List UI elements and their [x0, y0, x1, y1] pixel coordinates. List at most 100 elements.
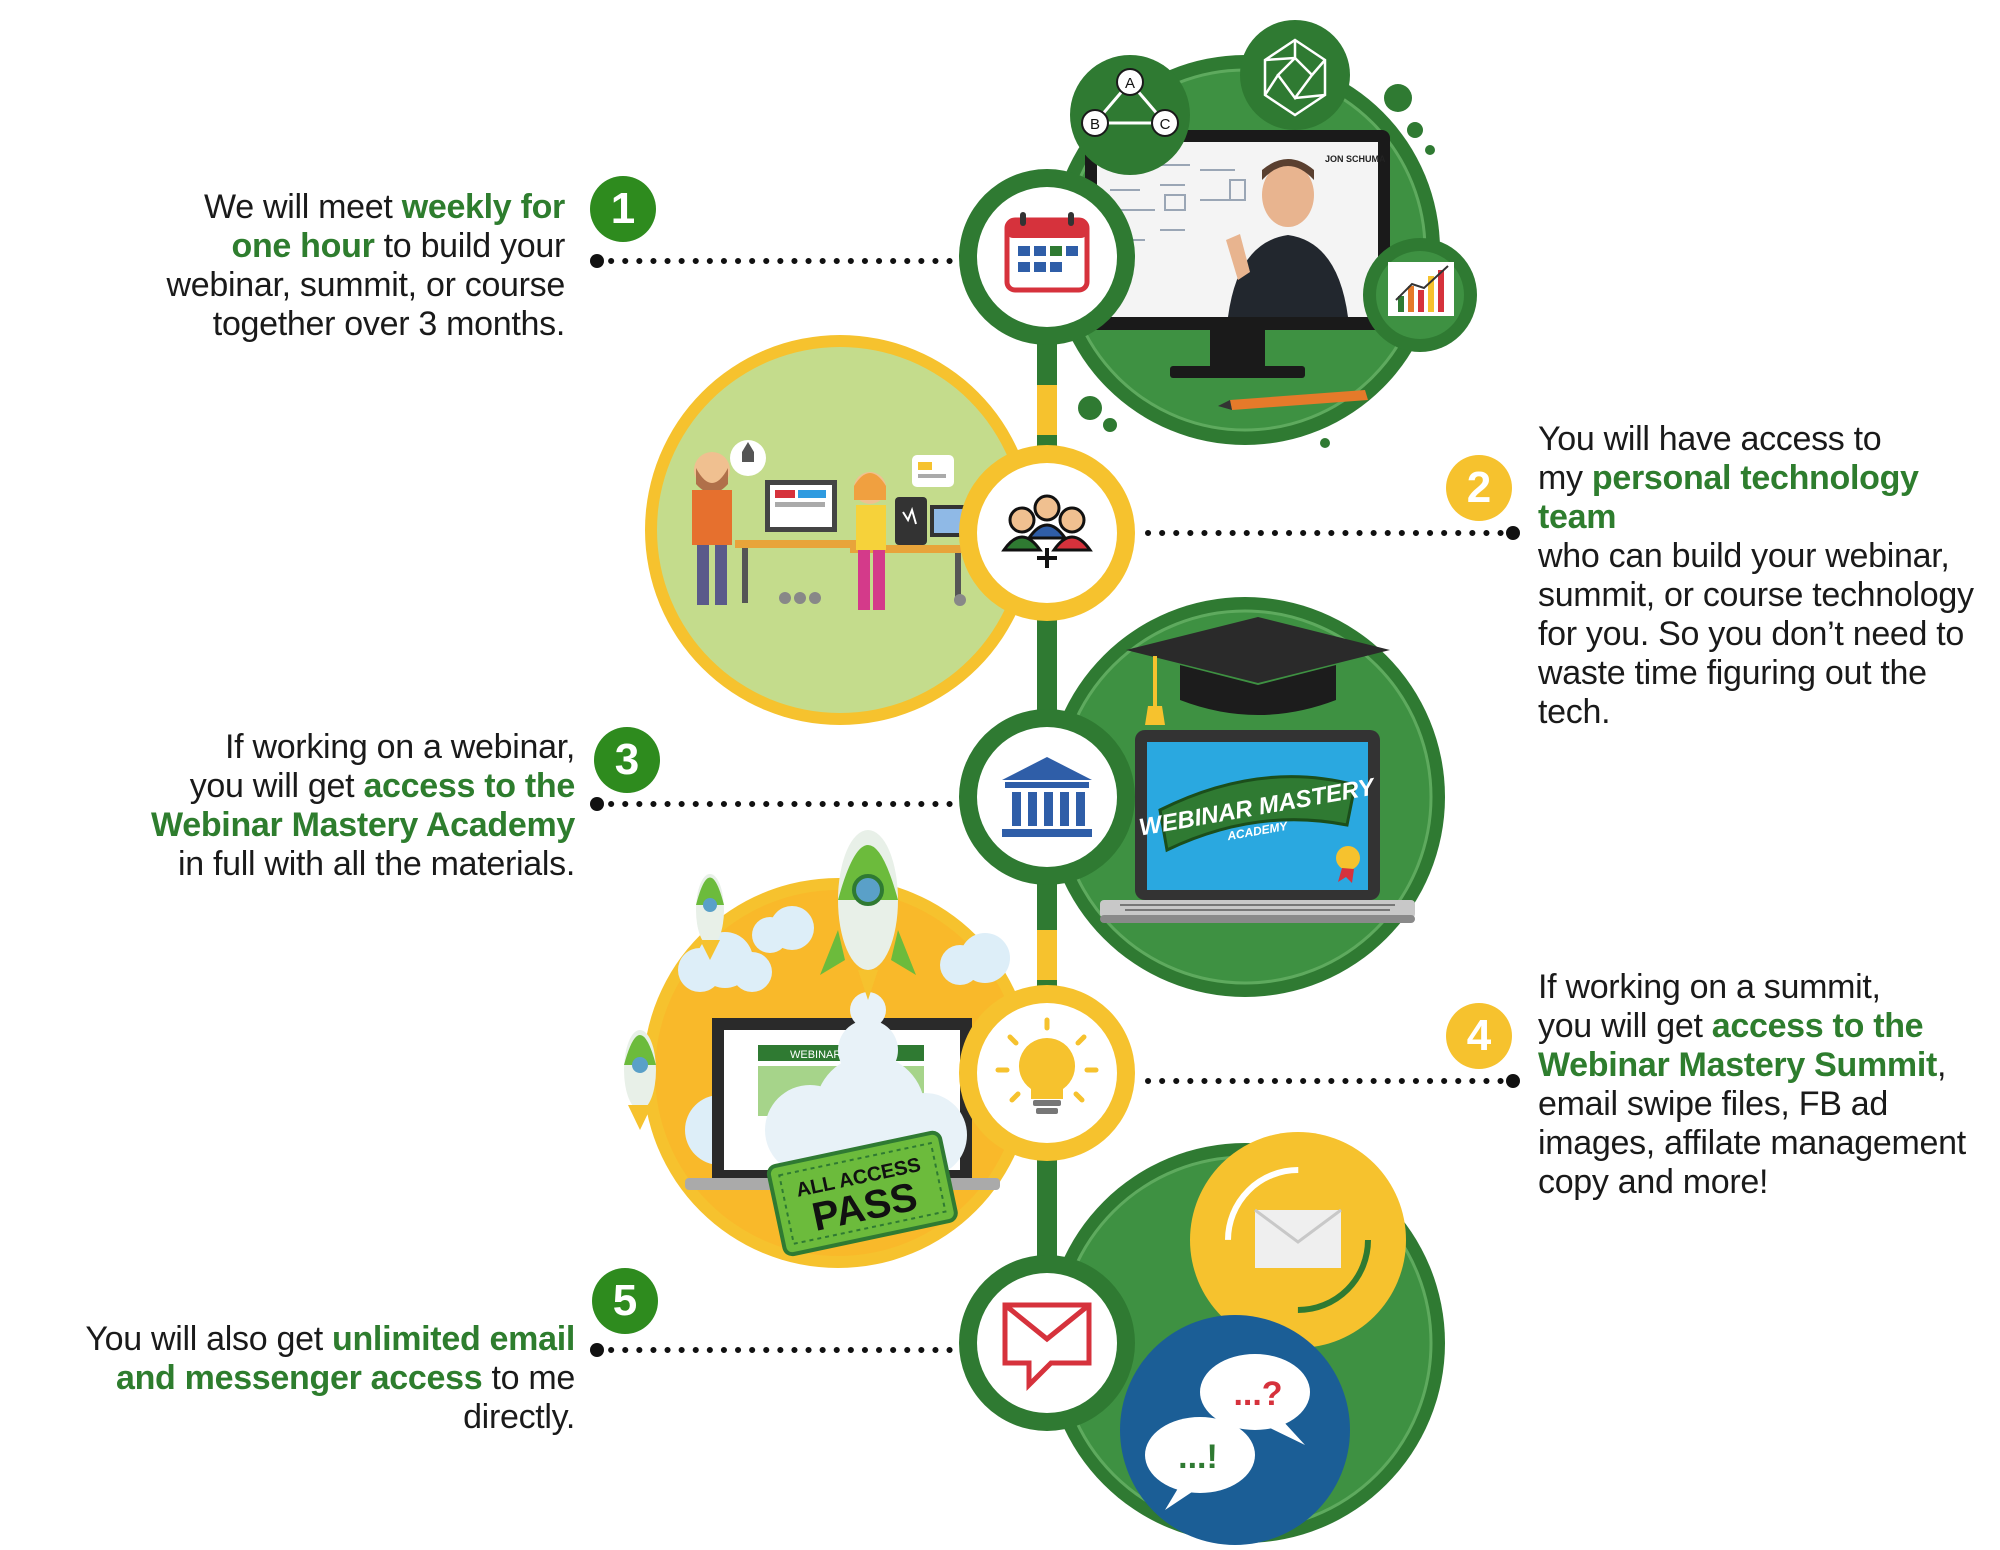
cube-network-icon: [1263, 38, 1327, 117]
text-line: webinar, summit, or course: [166, 266, 566, 305]
body-text: You will also get: [85, 1320, 332, 1358]
step-badge-2: 2: [1446, 455, 1512, 521]
presenter-name: JON SCHUMA: [1325, 154, 1386, 164]
timeline-segment: [1037, 930, 1057, 980]
body-text: my: [1538, 459, 1592, 497]
rocket-icon: [624, 1030, 656, 1130]
bar-chart-icon: [1388, 262, 1454, 316]
text-line: summit, or course technology: [1538, 576, 2000, 615]
body-text: email swipe files, FB ad: [1538, 1085, 1888, 1123]
envelope-icon: [1002, 1302, 1092, 1392]
highlight-text: Webinar Mastery Summit: [1538, 1046, 1937, 1084]
text-line: email swipe files, FB ad: [1538, 1085, 1966, 1124]
text-line: you will get access to the: [151, 767, 576, 806]
highlight-text: access to the: [1711, 1007, 1924, 1045]
text-line: you will get access to the: [1538, 1007, 1966, 1046]
bubble-question: ...?: [1233, 1375, 1282, 1413]
bank-icon: [1002, 757, 1092, 837]
abc-label-a: A: [1125, 75, 1135, 92]
body-text: ,: [1937, 1046, 1947, 1084]
text-line: We will meet weekly for: [167, 188, 565, 227]
step-badge-4: 4: [1446, 1003, 1512, 1069]
text-line: copy and more!: [1538, 1163, 1966, 1202]
highlight-text: weekly for: [401, 188, 566, 226]
body-text: who can build your webinar,: [1538, 537, 1950, 575]
calendar-icon: [1004, 212, 1090, 293]
text-line: images, affilate management: [1538, 1124, 1966, 1163]
team-icon: [1001, 494, 1093, 568]
webinar-presenter-illustration: JON SCHUMA: [1050, 20, 1477, 448]
step-badge-3: 3: [594, 727, 660, 793]
body-text: If working on a webinar,: [225, 728, 575, 766]
leader-endpoints: [590, 254, 1520, 1357]
body-text: webinar, summit, or course: [166, 266, 566, 304]
graduation-cap-icon: [1126, 617, 1390, 683]
body-text: in full with all the materials.: [178, 845, 575, 883]
body-text: you will get: [189, 767, 364, 805]
bubble-exclaim: ...!: [1178, 1438, 1218, 1476]
laptop-screen-title: WEBINAR: [790, 1049, 841, 1061]
highlight-text: and messenger access: [115, 1359, 483, 1397]
envelope-refresh-icon: [1254, 1208, 1342, 1268]
text-line: one hour to build your: [167, 227, 565, 266]
body-text: You will have access to: [1538, 420, 1882, 458]
all-access-pass-illustration: WEBINAR: [624, 830, 1033, 1268]
email-messenger-illustration: ...? ...!: [1045, 1132, 1445, 1545]
text-line: and messenger access to me directly.: [0, 1359, 575, 1437]
timeline-node-1: [959, 169, 1135, 345]
text-line: Webinar Mastery Academy: [151, 806, 575, 845]
highlight-text: unlimited email: [332, 1320, 575, 1358]
body-text: copy and more!: [1538, 1163, 1769, 1201]
body-text: If working on a summit,: [1538, 968, 1881, 1006]
timeline-node-5: [959, 1255, 1135, 1431]
tech-team-illustration: [645, 335, 1035, 725]
highlight-text: access to the: [363, 767, 575, 805]
timeline-node-4: [959, 985, 1135, 1161]
abc-label-c: C: [1160, 116, 1171, 133]
body-text: summit, or course technology: [1538, 576, 1974, 614]
timeline-node-3: [959, 709, 1135, 885]
step-badge-1: 1: [590, 176, 656, 242]
text-line: in full with all the materials.: [151, 845, 575, 884]
body-text: to me directly.: [463, 1359, 575, 1436]
highlight-text: one hour: [231, 227, 375, 265]
body-text: images, affilate management: [1538, 1124, 1966, 1162]
text-line: together over 3 months.: [167, 305, 566, 344]
timeline-node-2: [959, 445, 1135, 621]
step-badge-5: 5: [592, 1268, 658, 1334]
abc-diagram-icon: A B C: [1081, 68, 1179, 137]
step-4-text: If working on a summit,you will get acce…: [1538, 968, 1966, 1202]
text-line: my personal technology team: [1538, 459, 2000, 537]
body-text: together over 3 months.: [212, 305, 566, 343]
body-text: waste time figuring out the tech.: [1538, 654, 1927, 731]
abc-label-b: B: [1090, 116, 1100, 133]
leader-lines: [594, 258, 1516, 1353]
text-line: You will have access to: [1538, 420, 2000, 459]
highlight-text: Webinar Mastery Academy: [151, 806, 575, 844]
rocket-icon: [820, 830, 916, 1000]
body-text: We will meet: [204, 188, 402, 226]
text-line: for you. So you don’t need to: [1538, 615, 2000, 654]
text-line: Webinar Mastery Summit,: [1538, 1046, 1966, 1085]
body-text: you will get: [1538, 1007, 1712, 1045]
text-line: waste time figuring out the tech.: [1538, 654, 2000, 732]
chat-bubbles-icon: ...? ...!: [1145, 1354, 1310, 1510]
academy-laptop-illustration: WEBINAR MASTERY ACADEMY: [1045, 597, 1445, 997]
text-line: who can build your webinar,: [1538, 537, 2000, 576]
lightbulb-icon: [995, 1017, 1099, 1114]
timeline-segment: [1037, 385, 1057, 435]
text-line: If working on a webinar,: [151, 728, 575, 767]
text-line: You will also get unlimited email: [0, 1320, 575, 1359]
body-text: to build your: [374, 227, 566, 265]
text-line: If working on a summit,: [1538, 968, 1966, 1007]
all-access-pass-ticket: ALL ACCESS PASS: [766, 1130, 958, 1257]
rocket-icon: [696, 874, 724, 960]
highlight-text: personal technology team: [1538, 459, 1919, 536]
body-text: for you. So you don’t need to: [1538, 615, 1965, 653]
step-3-text: If working on a webinar,you will get acc…: [151, 728, 575, 884]
